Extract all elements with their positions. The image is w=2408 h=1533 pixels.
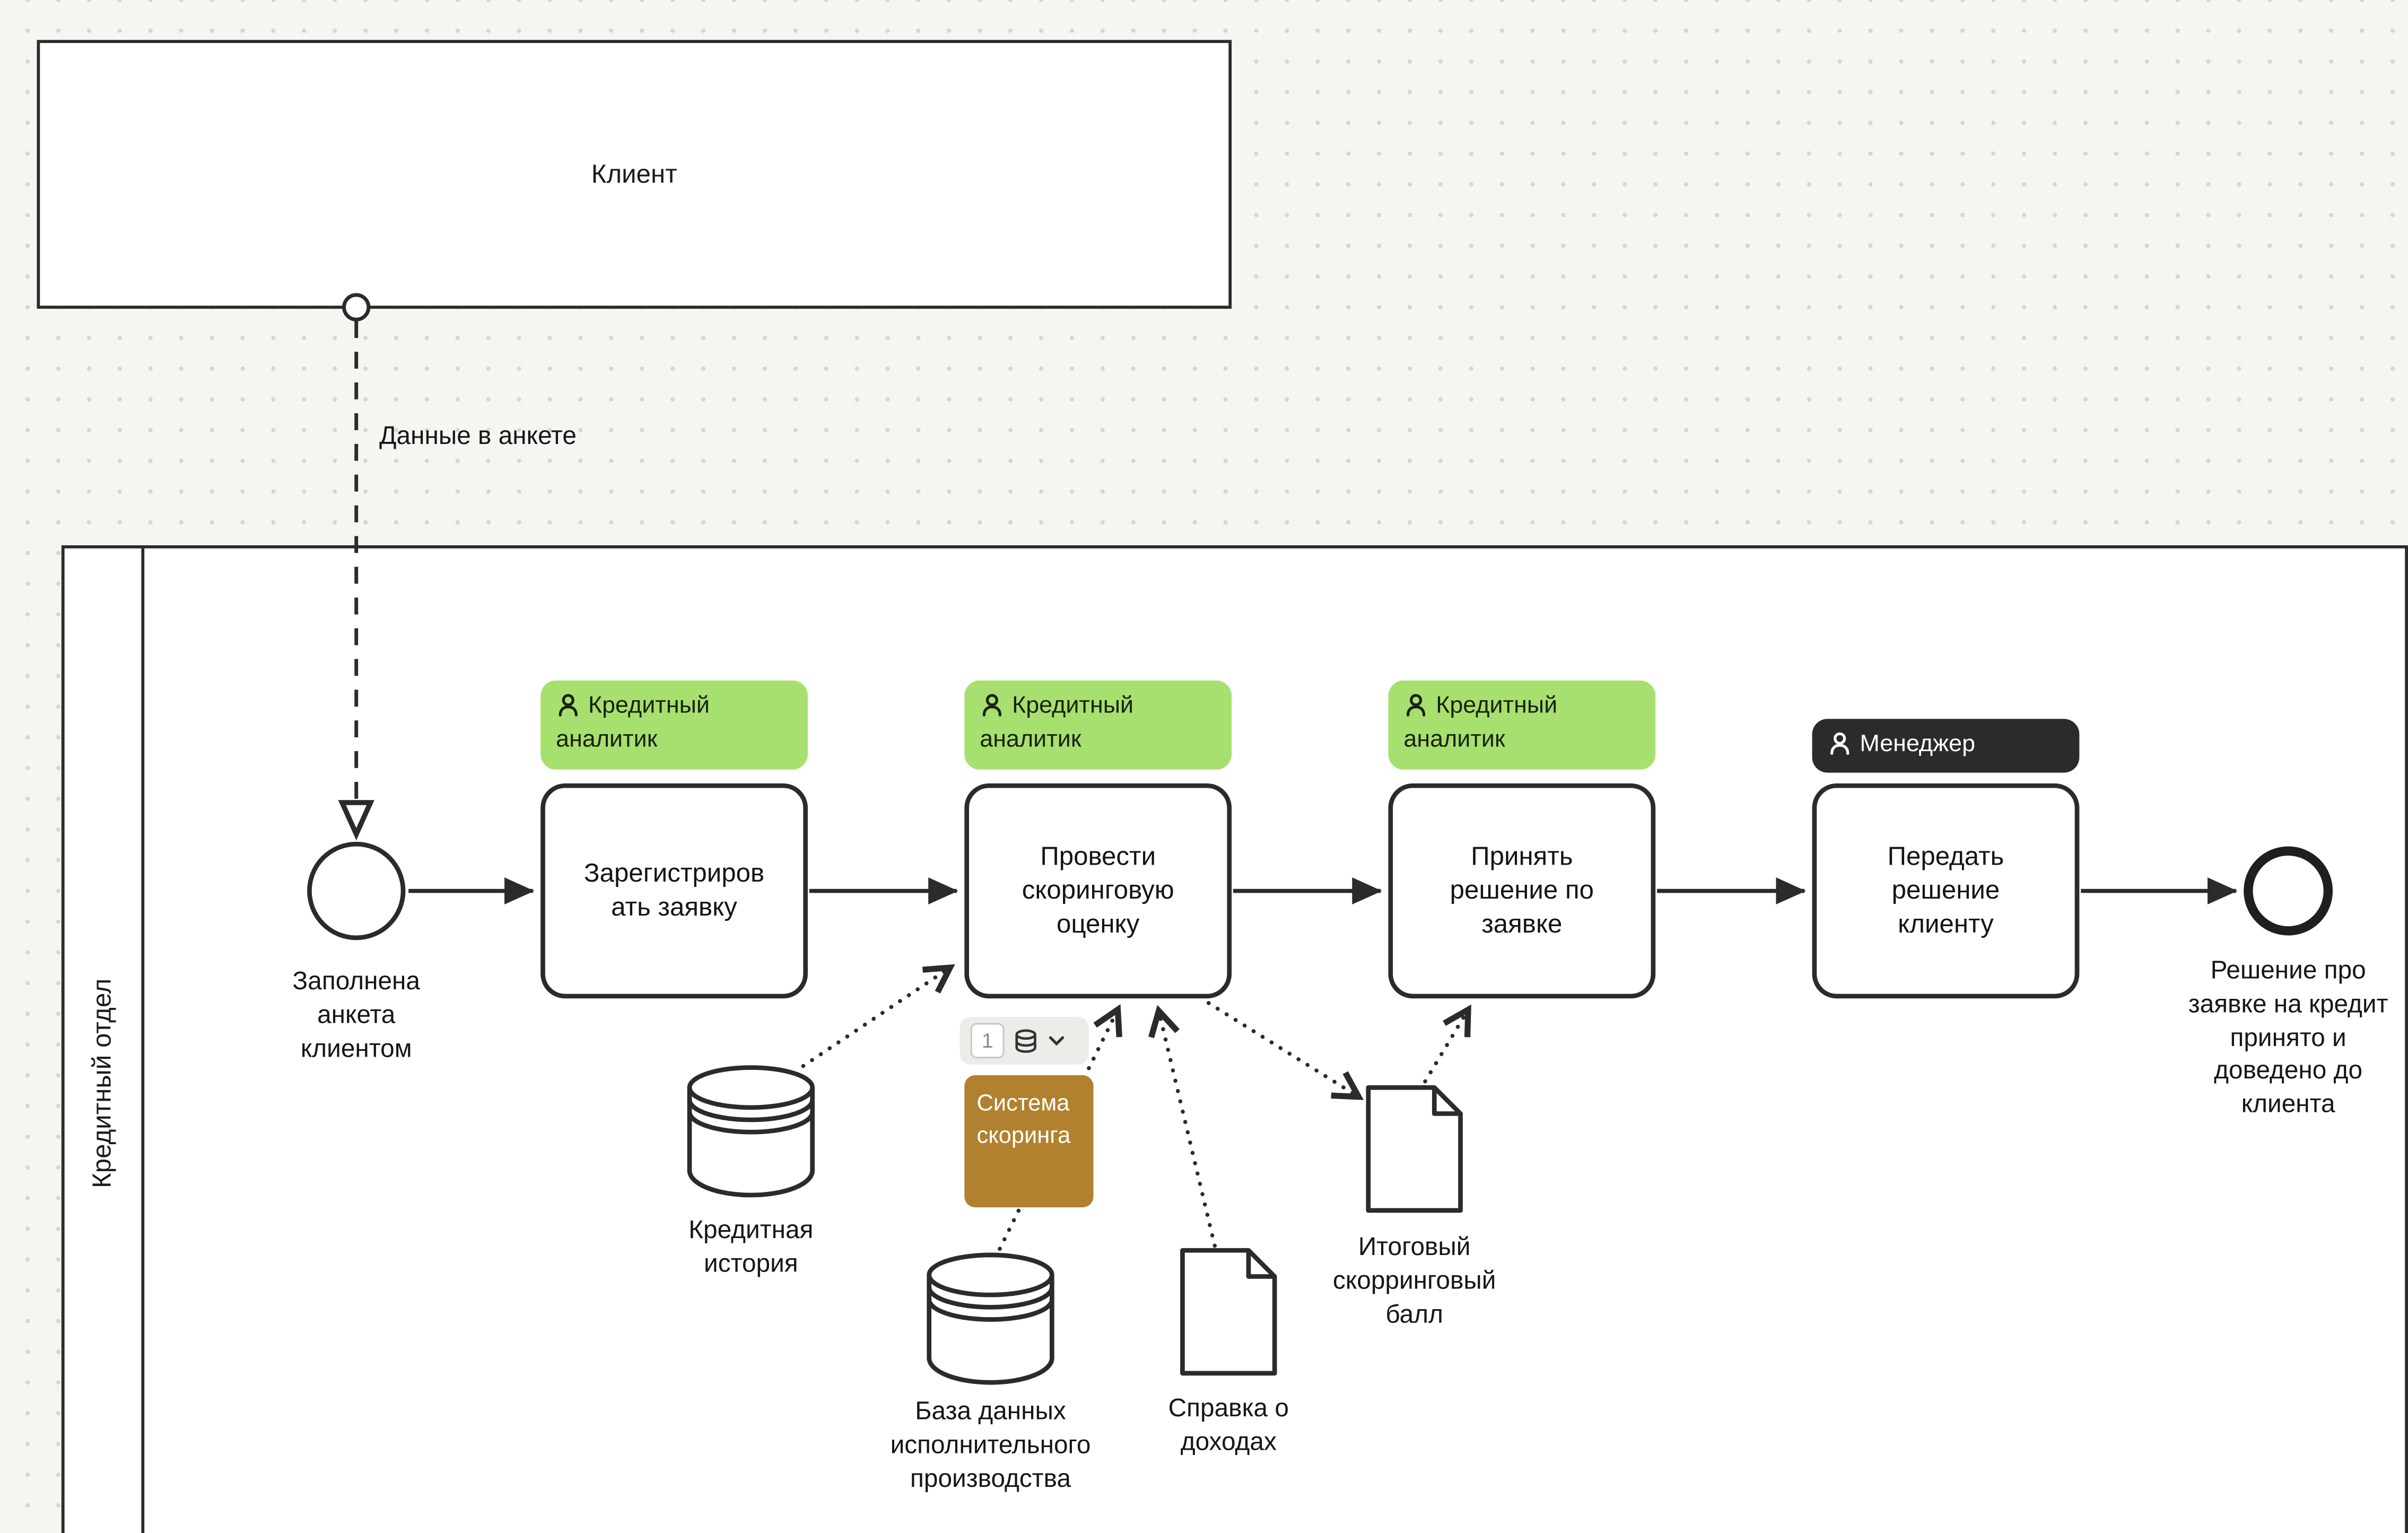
association-scoring-to-score-doc[interactable] [1206, 1001, 1356, 1095]
data-store-enforcement-db[interactable] [923, 1249, 1058, 1387]
pool-client[interactable]: Клиент [37, 40, 1232, 309]
data-store-enforcement-db-label: База данных исполнительного производства [890, 1398, 1091, 1493]
pool-credit-lane-header: Кредитный отдел [65, 548, 145, 1533]
role-badge-label: Менеджер [1860, 731, 1976, 757]
role-badge-label: Кредитный аналитик [980, 693, 1134, 754]
document-icon [1180, 1248, 1277, 1376]
role-badge-label: Кредитный аналитик [556, 693, 710, 754]
message-flow-label: Данные в анкете [379, 422, 577, 450]
association-income-doc-to-scoring[interactable] [1159, 1014, 1217, 1248]
person-icon [1830, 732, 1849, 755]
role-badge-manager[interactable]: Менеджер [1812, 719, 2080, 773]
document-icon [1366, 1085, 1463, 1213]
task-deliver-decision-label: Передать решение клиенту [1887, 841, 2004, 939]
message-flow-source-anchor [342, 293, 371, 321]
person-icon [559, 694, 578, 717]
task-make-decision-label: Принять решение по заявке [1450, 841, 1594, 939]
start-event-label: Заполнена анкета клиентом [292, 968, 421, 1062]
start-event[interactable] [307, 841, 406, 940]
pool-client-label: Клиент [591, 159, 677, 188]
association-credit-history-to-scoring[interactable] [801, 969, 947, 1068]
task-register-application[interactable]: Зарегистрировать заявку [540, 783, 808, 999]
association-score-doc-to-decision[interactable] [1423, 1012, 1467, 1084]
data-object-income-statement-label: Справка о доходах [1168, 1395, 1289, 1456]
task-scoring-assessment[interactable]: Провести скоринговую оценку [964, 783, 1232, 999]
data-object-final-score-label: Итоговый скорринговый балл [1332, 1233, 1496, 1328]
data-store-credit-history-label: Кредитная история [688, 1216, 814, 1278]
attachment-badge[interactable]: 1 [959, 1017, 1089, 1065]
system-box-scoring[interactable]: Система скоринга [964, 1075, 1094, 1208]
association-enforcement-db-to-scoring[interactable] [998, 1012, 1116, 1251]
role-badge-analyst-1[interactable]: Кредитный аналитик [540, 680, 808, 770]
role-badge-analyst-3[interactable]: Кредитный аналитик [1388, 680, 1656, 770]
role-badge-analyst-2[interactable]: Кредитный аналитик [964, 680, 1232, 770]
end-event-label: Решение про заявке на кредит принято и д… [2188, 957, 2388, 1119]
system-box-label: Система скоринга [976, 1091, 1071, 1149]
database-icon [1015, 1029, 1036, 1052]
chevron-down-icon[interactable] [1048, 1032, 1066, 1050]
task-register-application-label: Зарегистрировать заявку [583, 858, 765, 922]
data-store-icon [927, 1252, 1054, 1385]
data-object-final-score[interactable] [1365, 1084, 1463, 1213]
data-store-credit-history[interactable] [683, 1061, 818, 1200]
role-badge-label: Кредитный аналитик [1403, 693, 1558, 754]
task-scoring-assessment-label: Провести скоринговую оценку [1022, 841, 1174, 939]
person-icon [1406, 694, 1426, 717]
end-event[interactable] [2244, 846, 2333, 936]
data-object-income-statement[interactable] [1180, 1247, 1278, 1376]
data-store-icon [687, 1065, 815, 1198]
task-make-decision[interactable]: Принять решение по заявке [1388, 783, 1656, 999]
attachment-count: 1 [970, 1023, 1005, 1059]
task-deliver-decision[interactable]: Передать решение клиенту [1812, 783, 2080, 999]
person-icon [982, 694, 1002, 717]
